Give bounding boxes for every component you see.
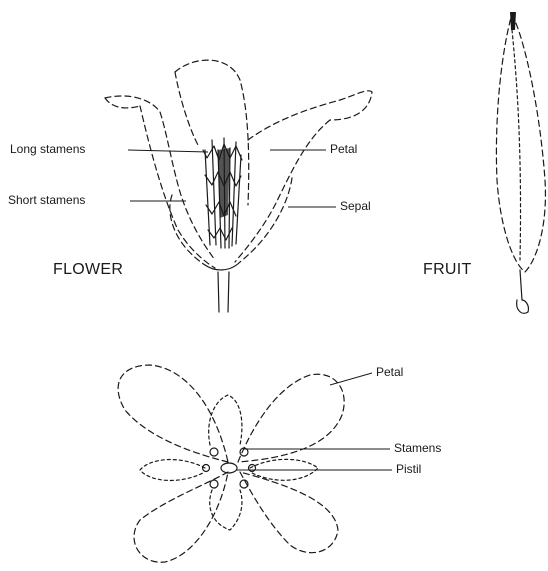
caption-fruit: FRUIT [423,262,472,278]
leader-long-stamens [128,150,208,152]
label-sepal: Sepal [340,200,371,212]
flower-side-view [105,60,372,312]
top-view-petal-lower-right [240,472,338,553]
flower-left-sepal [170,195,205,265]
flower-pedicel [218,272,229,312]
top-view-petal-lower-left [134,472,228,562]
flower-right-sepal [240,178,292,262]
flower-stamens-cluster [203,138,242,248]
leader-petal-bottom [330,373,372,385]
label-pistil: Pistil [396,463,421,475]
top-view-pistil [221,463,237,473]
flower-left-petal [105,96,215,260]
caption-flower: FLOWER [53,262,123,278]
label-petal-bottom: Petal [376,366,403,378]
flower-top-view [118,365,392,562]
label-short-stamens: Short stamens [8,194,85,206]
label-petal-top: Petal [330,143,357,155]
label-stamens: Stamens [394,442,441,454]
top-view-stamen [210,448,218,456]
flower-right-petal [248,91,372,140]
label-long-stamens: Long stamens [10,143,85,155]
fruit-drawing [496,12,545,313]
